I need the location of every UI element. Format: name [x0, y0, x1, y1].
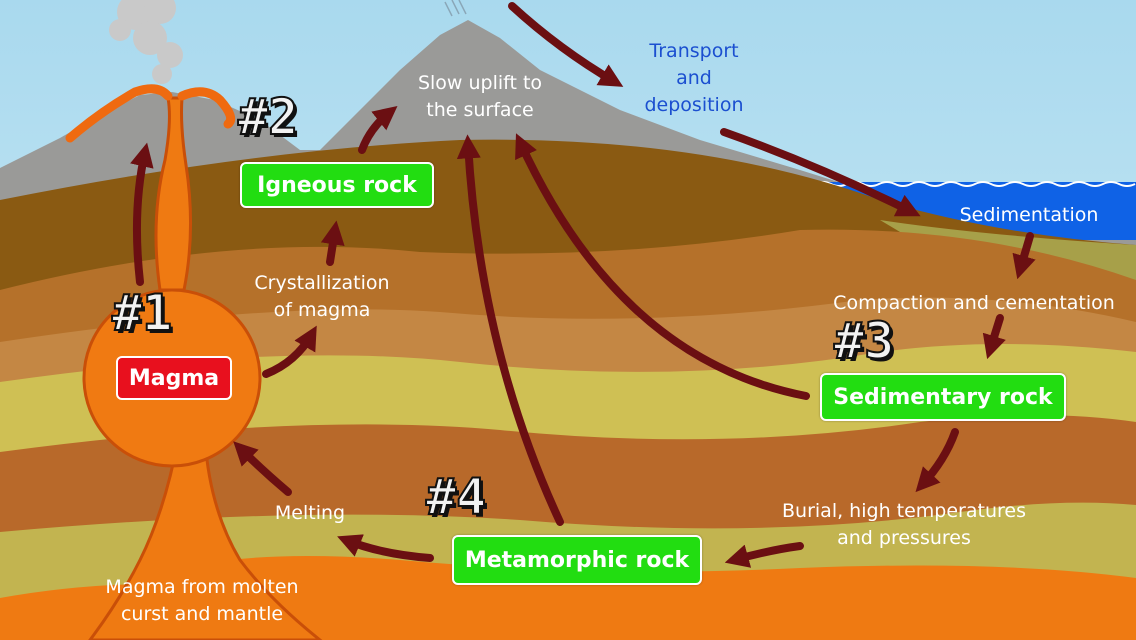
sedimentary-rock-box: Sedimentary rock	[820, 373, 1066, 421]
label-melting: Melting	[274, 502, 346, 524]
arrow-burial-to-metamorphic	[724, 542, 804, 568]
arrow-igneous-to-uplift	[358, 106, 398, 154]
arrow-crystallization-to-igneous	[320, 220, 345, 266]
step-number-2: #2	[237, 88, 299, 146]
arrow-magma-to-crystallization	[262, 325, 317, 378]
arrow-sedimentation-to-compaction	[1012, 232, 1036, 280]
rain-streaks	[444, 0, 467, 17]
sea-wave	[814, 181, 1136, 187]
step-number-1: #1	[111, 284, 173, 342]
arrow-deposition-to-sea	[720, 128, 921, 217]
lava-flow-left	[65, 84, 173, 143]
step-number-4: #4	[425, 468, 487, 526]
step-number-3: #3	[833, 312, 895, 370]
label-slow-uplift: Slow uplift to the surface	[417, 72, 543, 121]
label-burial: Burial, high temperatures and pressures	[782, 500, 1026, 549]
arrow-compaction-to-sedimentary	[982, 314, 1006, 360]
label-crystallization: Crystallization of magma	[254, 272, 390, 321]
arrow-sedimentary-to-burial	[915, 428, 959, 493]
lava-flow-right	[177, 87, 236, 129]
metamorphic-rock-box: Metamorphic rock	[452, 535, 702, 585]
label-magma-source: Magma from molten curst and mantle	[105, 576, 299, 625]
arrow-magma-to-surface	[130, 142, 154, 286]
arrow-metamorphic-to-uplift	[456, 134, 564, 526]
arrow-sedimentary-to-uplift	[515, 133, 810, 400]
cycle-arrows	[130, 2, 1036, 568]
volcano-smoke	[109, 0, 183, 84]
label-compaction-cementation: Compaction and cementation	[833, 292, 1115, 314]
arrow-metamorphic-to-melting	[337, 534, 434, 562]
label-transport-deposition: Transport and deposition	[644, 40, 744, 116]
arrow-melting-to-magma	[233, 441, 292, 496]
label-sedimentation: Sedimentation	[959, 204, 1099, 226]
igneous-rock-box: Igneous rock	[240, 162, 434, 208]
magma-box: Magma	[116, 356, 232, 400]
arrow-transport	[508, 2, 624, 87]
sea	[810, 182, 1136, 240]
